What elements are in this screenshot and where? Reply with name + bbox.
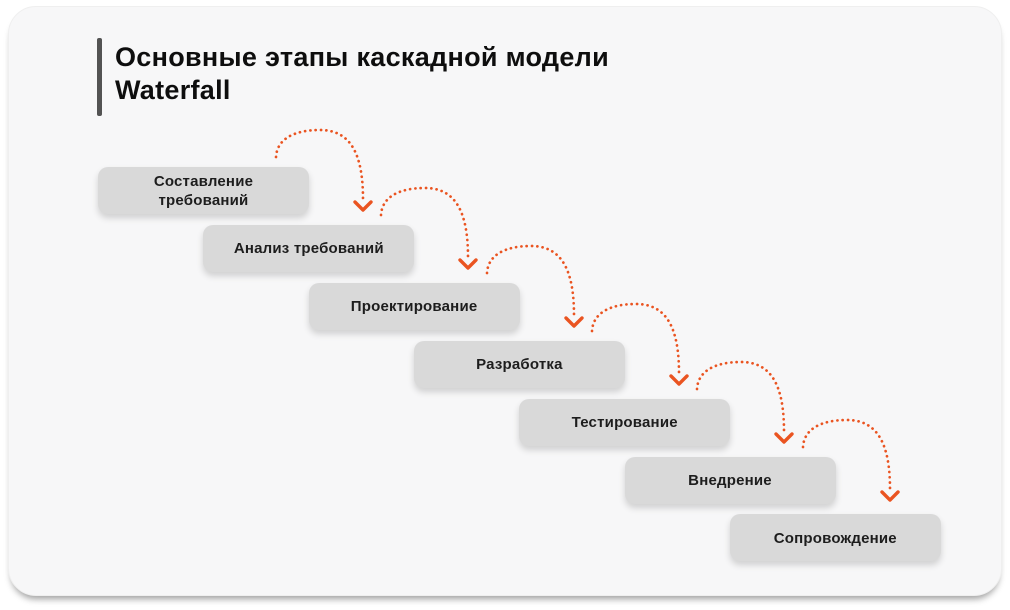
stage-label-5: Тестирование — [571, 413, 678, 431]
stage-label-7: Сопровождение — [773, 529, 897, 547]
stage-box-2: Анализ требований — [203, 224, 415, 272]
flow-arrow-icon-2 — [379, 186, 478, 270]
stage-box-7: Сопровождение — [729, 514, 941, 562]
diagram-card: Основные этапы каскадной модели Waterfal… — [8, 6, 1002, 596]
stage-box-6: Внедрение — [624, 456, 836, 504]
stage-label-3: Проектирование — [350, 297, 478, 315]
flow-arrow-icon-5 — [695, 360, 794, 444]
stage-box-4: Разработка — [413, 340, 625, 388]
stage-box-5: Тестирование — [519, 398, 731, 446]
flow-arrow-icon-3 — [485, 244, 584, 328]
stage-label-2: Анализ требований — [233, 240, 384, 258]
stage-label-1: Составление требований — [153, 172, 254, 209]
stage-label-4: Разработка — [476, 355, 563, 373]
title-accent-bar — [97, 38, 102, 116]
stage-box-3: Проектирование — [308, 282, 520, 330]
stage-box-1: Составление требований — [98, 167, 309, 214]
flow-arrow-icon-6 — [801, 418, 900, 502]
flow-arrow-icon-1 — [274, 128, 373, 212]
page-title: Основные этапы каскадной модели Waterfal… — [115, 42, 610, 105]
title-block: Основные этапы каскадной модели Waterfal… — [97, 38, 695, 116]
stage-label-6: Внедрение — [688, 471, 772, 489]
flow-arrow-icon-4 — [590, 302, 689, 386]
